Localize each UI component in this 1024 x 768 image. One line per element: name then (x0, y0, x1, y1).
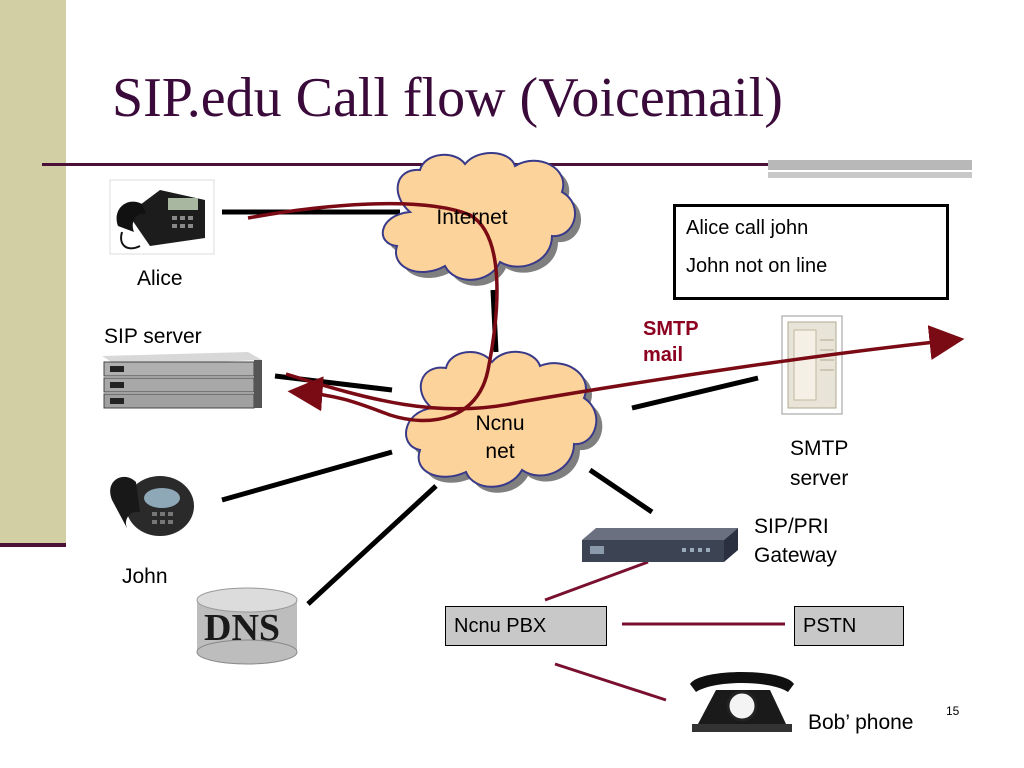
ncnu-cloud (405, 350, 603, 493)
internet-label: Internet (436, 206, 508, 229)
note-line-1: Alice call john (686, 217, 809, 239)
ncnu-pbx-box: Ncnu PBX (445, 606, 607, 646)
link-gateway-ncnu (588, 467, 654, 515)
john-label: John (122, 565, 168, 588)
alice-label: Alice (137, 267, 183, 290)
sip-server-label: SIP server (104, 325, 202, 348)
link-pbx-bob (554, 662, 667, 702)
bob-phone-label: Bob’ phone (808, 711, 914, 734)
ncnu-net-label-line2: net (485, 440, 515, 463)
bob-phone-icon (684, 666, 796, 738)
link-dns-ncnu (306, 484, 438, 606)
side-rule (0, 543, 66, 547)
scenario-note: Alice call john John not on line (673, 204, 949, 300)
slide-title: SIP.edu Call flow (Voicemail) (112, 67, 783, 129)
dns-label: DNS (204, 607, 281, 649)
note-line-2: John not on line (686, 255, 828, 277)
link-smtp-ncnu (631, 375, 759, 411)
gateway-icon (582, 528, 738, 562)
smtp-server-icon (781, 315, 843, 415)
sip-server-icon (102, 352, 262, 410)
deco-bar-lower (768, 172, 972, 178)
smtp-server-label-line1: SMTP (790, 437, 849, 460)
smtp-mail-label-line1: SMTP (643, 318, 699, 340)
internet-cloud (381, 151, 582, 286)
page-number: 15 (946, 704, 960, 718)
internet-cloud-shape (381, 151, 577, 281)
flow-alice-to-sipserver (247, 201, 499, 423)
link-john-ncnu (221, 449, 393, 503)
black-links (221, 209, 759, 606)
smtp-mail-label-line2: mail (643, 344, 684, 366)
deco-bar (768, 160, 972, 170)
ncnu-cloud-shape (405, 350, 598, 488)
flow-sipserver-to-smtp (285, 325, 965, 411)
link-gateway-pbx (544, 560, 649, 602)
alice-phone-icon (109, 179, 215, 255)
dns-icon (196, 587, 298, 665)
ncnu-net-label-line1: Ncnu (475, 412, 525, 435)
call-flow-arrows (247, 201, 965, 423)
gateway-label-line1: SIP/PRI (754, 515, 829, 538)
side-band (0, 0, 66, 545)
john-phone-icon (102, 470, 198, 544)
pstn-box: PSTN (794, 606, 904, 646)
smtp-server-label-line2: server (790, 467, 849, 490)
gateway-label-line2: Gateway (754, 544, 837, 567)
maroon-links (544, 560, 785, 702)
